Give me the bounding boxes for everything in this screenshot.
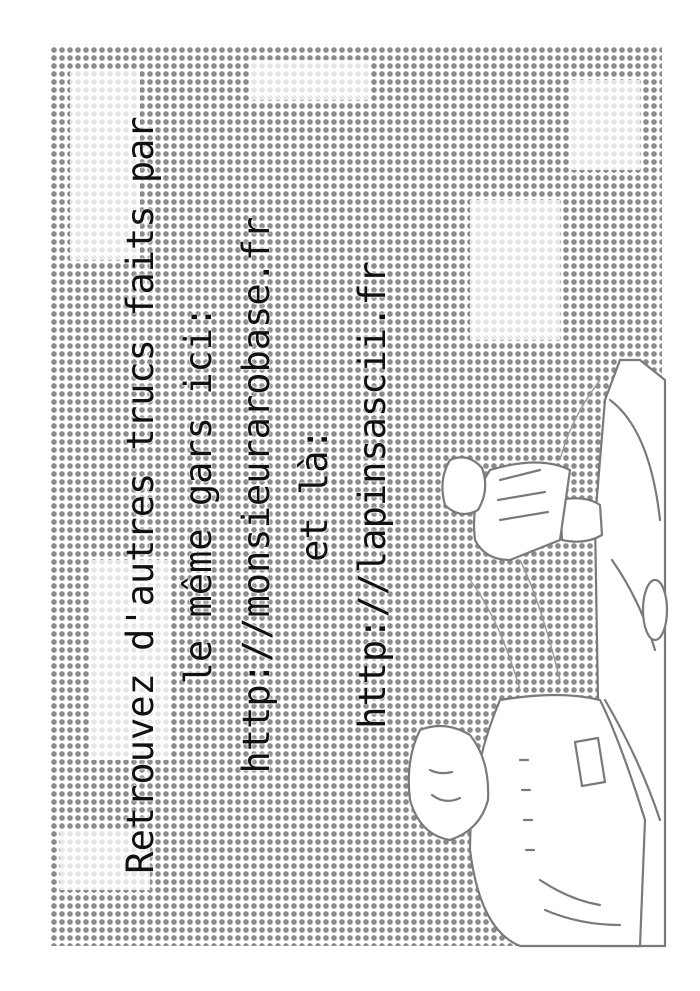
message-line: et là: [293,428,336,562]
message-block: Retrouvez d'autres trucs faits par le mê… [108,55,592,935]
halftone-wash [570,80,640,170]
halftone-wash [60,830,150,890]
message-line: le même gars ici: [177,305,220,685]
halftone-wash [250,60,370,100]
halftone-wash [470,200,560,340]
website-link[interactable]: http://lapinsascii.fr [351,261,394,729]
halftone-wash [90,560,170,760]
message-line: Retrouvez d'autres trucs faits par [119,116,162,874]
halftone-wash [70,70,140,260]
website-link[interactable]: http://monsieurarobase.fr [235,216,278,774]
